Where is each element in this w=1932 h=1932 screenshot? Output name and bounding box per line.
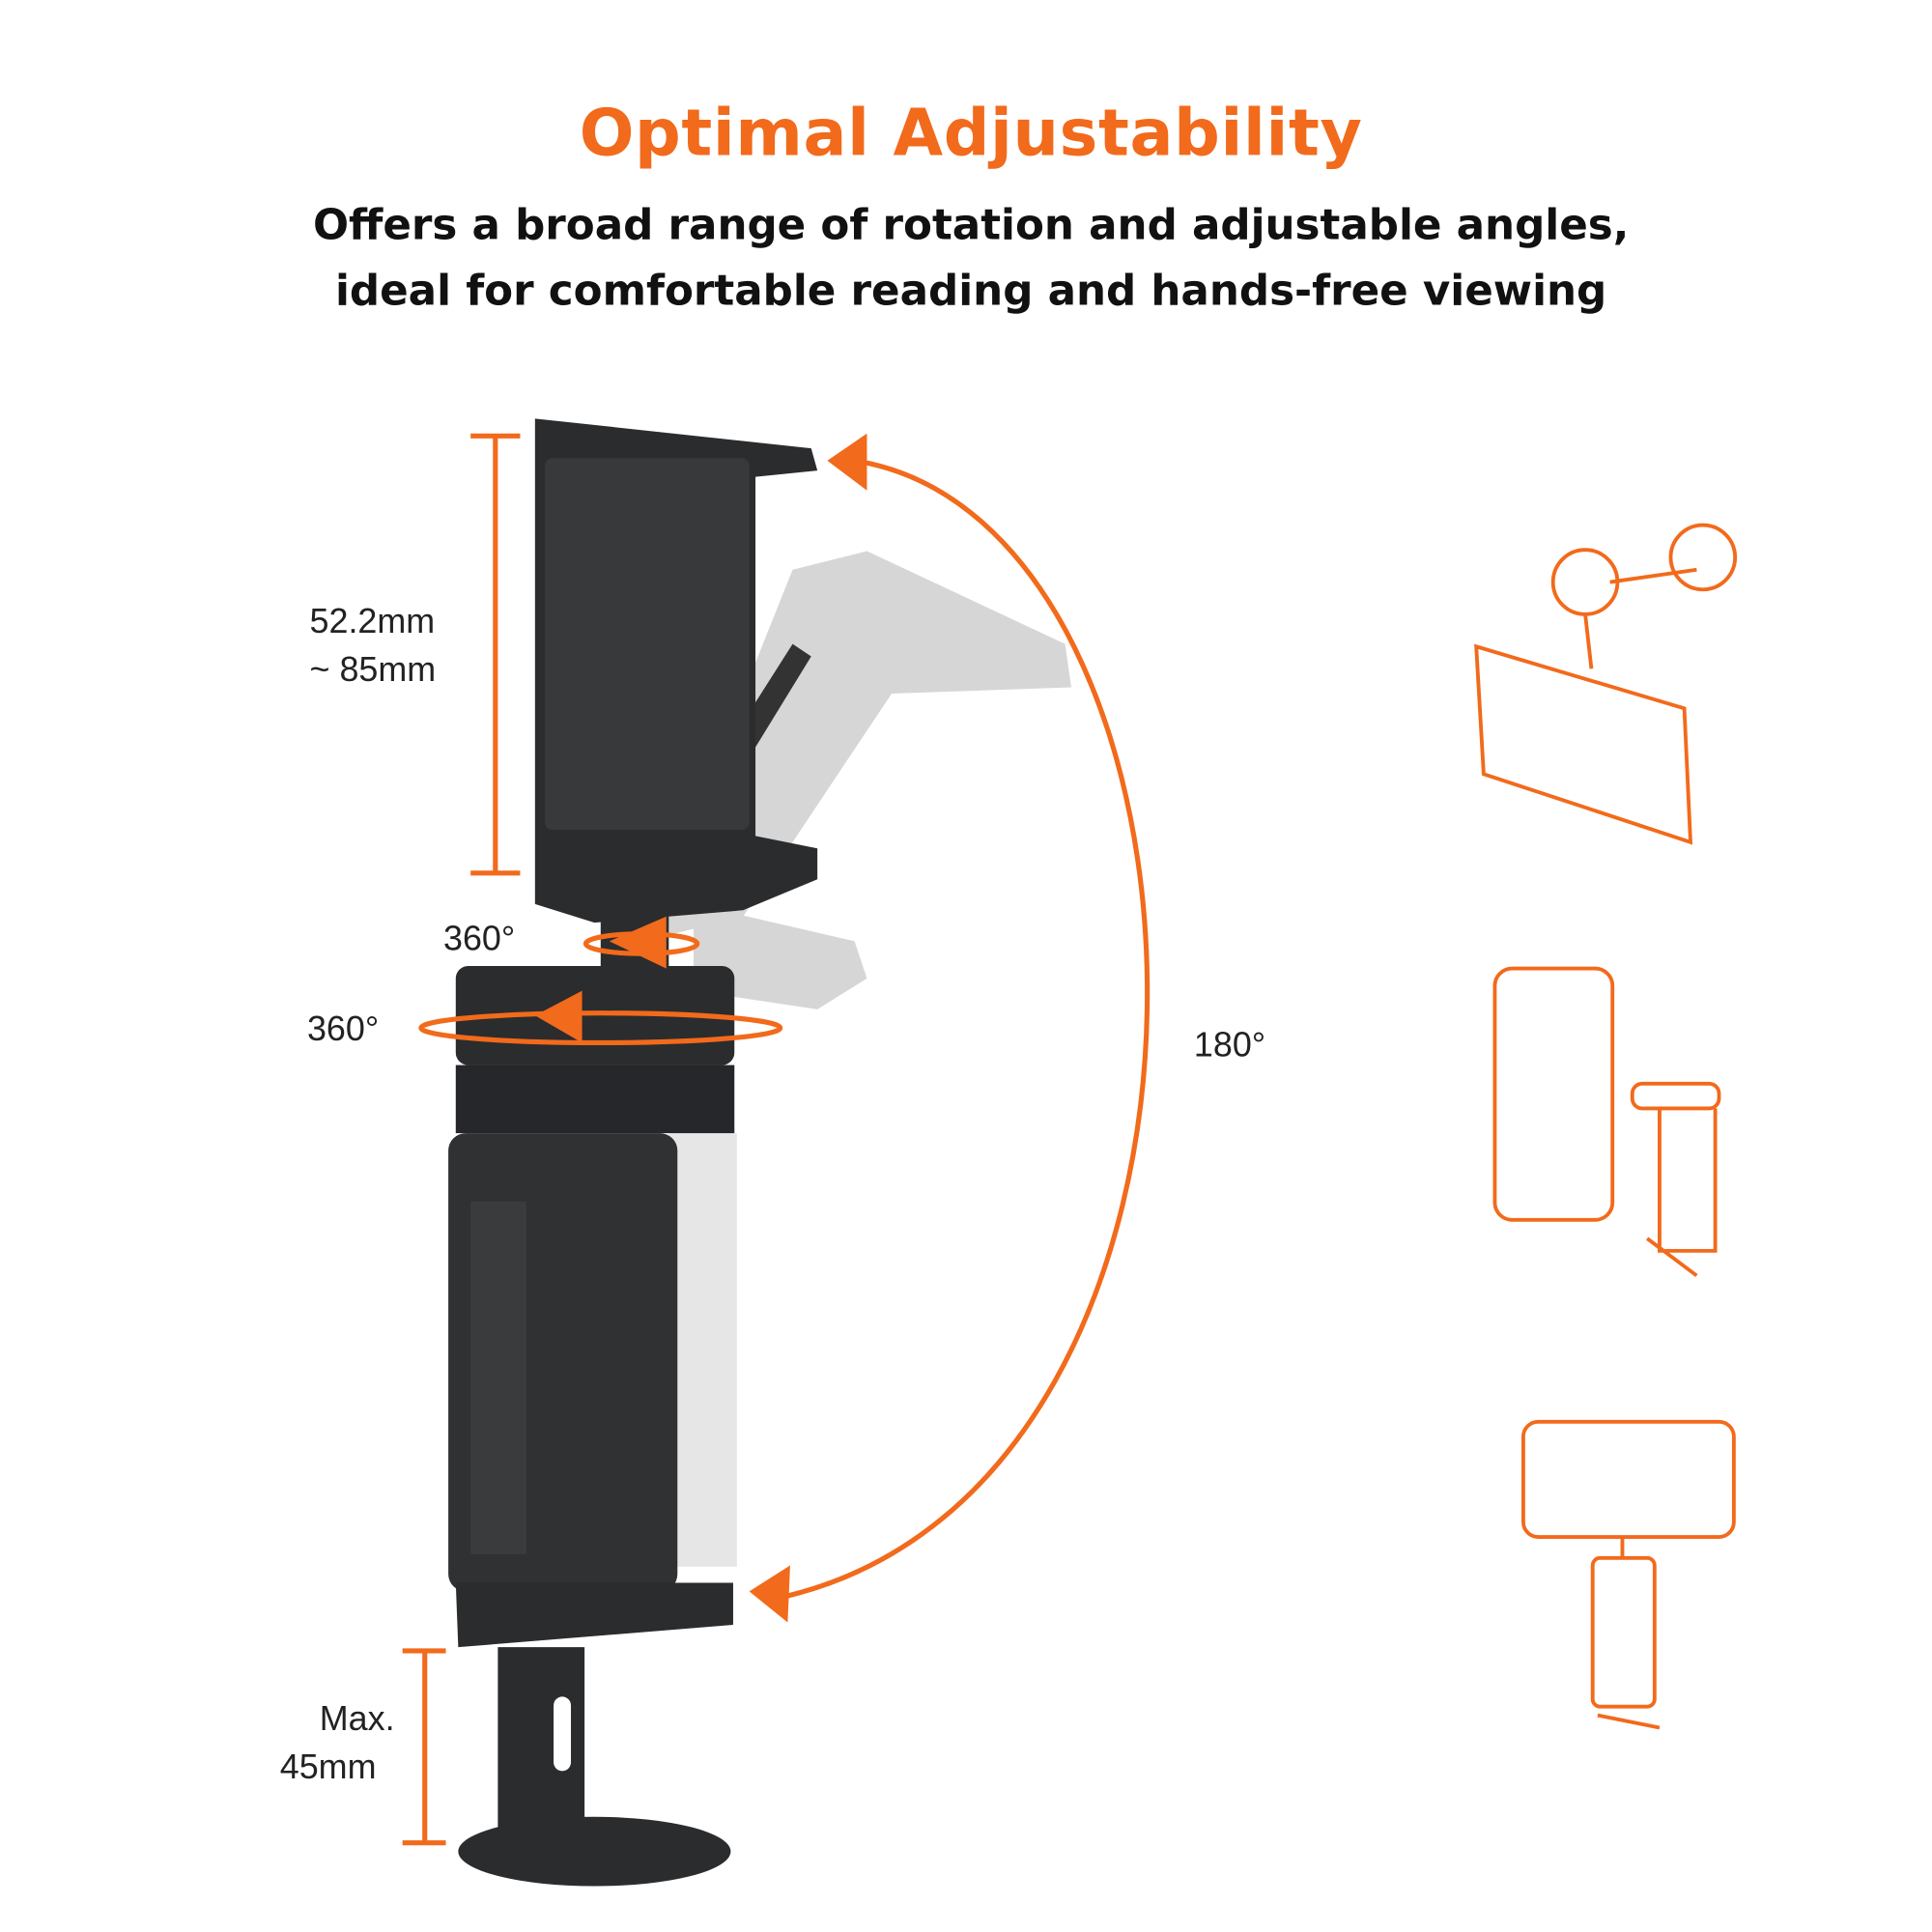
phone-portrait-mount-illustration (1492, 966, 1721, 1278)
phone-landscape-upright-illustration (1520, 1419, 1736, 1730)
arrow-heads (534, 433, 867, 1623)
width-range-label-2: ~ 85mm (309, 650, 437, 689)
clamp-label-1: Max. (319, 1698, 395, 1738)
rotation-top-label: 360° (442, 919, 516, 958)
page-title: Optimal Adjustability (579, 96, 1363, 171)
phone-landscape-mount-illustration (1474, 523, 1738, 845)
tilt-label: 180° (1193, 1025, 1266, 1065)
subtitle-line-2: ideal for comfortable reading and hands-… (334, 266, 1607, 316)
dimension-marks (402, 433, 1151, 1846)
rotation-base-label: 360° (306, 1009, 380, 1048)
clamp-label-2: 45mm (279, 1747, 377, 1786)
width-range-label-1: 52.2mm (309, 602, 436, 640)
subtitle-line-1: Offers a broad range of rotation and adj… (312, 200, 1630, 250)
phone-holder (534, 418, 818, 923)
